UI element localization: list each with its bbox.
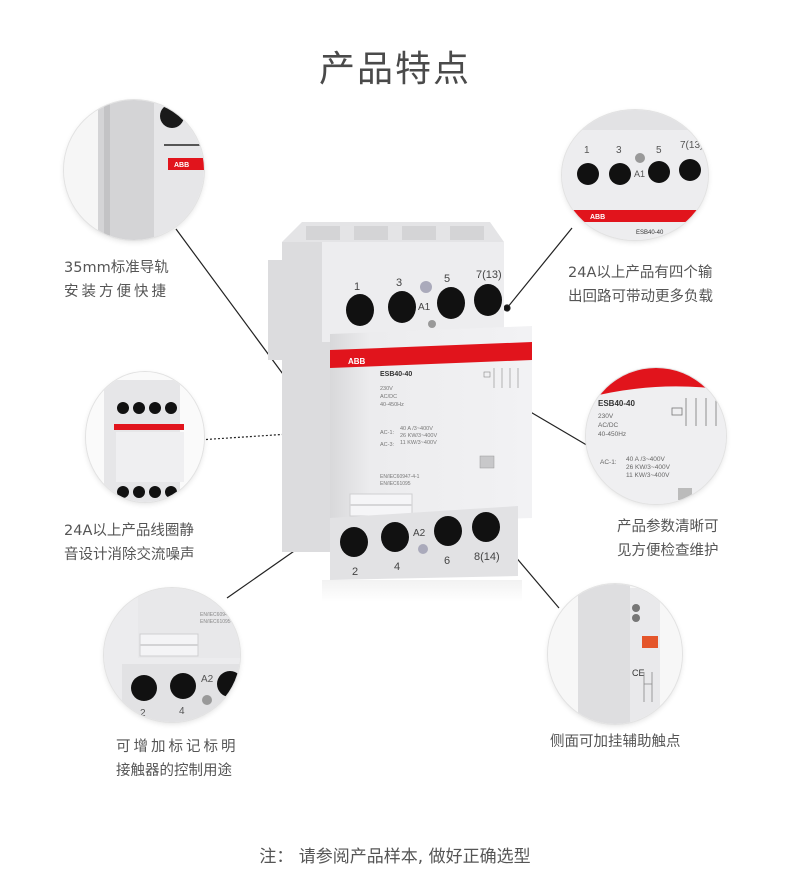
terminal-hole [381, 522, 409, 552]
wiring-diagram-icon [483, 368, 519, 388]
feature-line: 产品参数清晰可 [617, 519, 719, 535]
voltage-label: 230V [380, 386, 393, 392]
feature-line: 35mm标准导轨 [64, 260, 169, 276]
terminal-label-top-5: 5 [444, 273, 450, 285]
terminal-label-top-1: 1 [354, 281, 360, 293]
terminal-label-bottom-4: 4 [394, 561, 400, 573]
ac1-value: 40 A /3~400V [400, 426, 433, 432]
terminal-label-top-3: 3 [396, 277, 402, 289]
coil-screw-icon [420, 281, 432, 293]
terminal-hole [388, 291, 416, 323]
svg-text:EN/IEC60947: EN/IEC60947 [200, 612, 231, 618]
voltage-label: 230V [598, 413, 614, 420]
ac1-power: 26 KW/3~400V [400, 433, 437, 439]
detail-circle-clear-params: ESB40-40 230V AC/DC 40-450Hz AC-1: 40 A … [586, 368, 726, 504]
feature-line: 24A以上产品有四个输 [568, 265, 713, 281]
feature-din-rail: 35mm标准导轨 安装方便快捷 [64, 256, 169, 304]
coil-label-a1: A1 [418, 302, 431, 313]
terminal-label-bottom-8: 8(14) [474, 551, 500, 563]
terminal-label-top-7: 7(13) [476, 269, 502, 281]
feature-clear-params: 产品参数清晰可 见方便检查维护 [617, 515, 719, 563]
feature-line: 接触器的控制用途 [116, 763, 232, 779]
terminal-label: 7(13) [680, 140, 703, 151]
feature-line: 24A以上产品线圈静 [64, 523, 194, 539]
terminal-hole [472, 512, 500, 542]
detail-circle-din-rail: ABB [64, 100, 204, 240]
ac3-label: AC-3: [380, 442, 395, 448]
detail-circle-aux-contact: CE [548, 584, 682, 724]
terminal-hole [437, 287, 465, 319]
terminal-label: 1 [584, 145, 590, 156]
ac1-power: 26 KW/3~400V [626, 464, 671, 471]
footer-note: 注： 请参阅产品样本, 做好正确选型 [259, 847, 531, 867]
terminal-label-bottom-2: 2 [352, 566, 358, 578]
ac3-power: 11 KW/3~400V [626, 472, 670, 479]
feature-line: 安装方便快捷 [64, 284, 169, 300]
wiring-diagram-icon [671, 398, 717, 426]
model-label: ESB40-40 [598, 399, 635, 408]
feature-line: 侧面可加挂辅助触点 [550, 734, 681, 750]
terminal-hole [434, 516, 462, 546]
ac1-label: AC-1: [600, 459, 617, 466]
svg-text:ESB40-40: ESB40-40 [636, 230, 664, 236]
terminal-hole [474, 284, 502, 316]
feature-line: 音设计消除交流噪声 [64, 547, 195, 563]
svg-text:2: 2 [140, 708, 146, 719]
svg-text:ABB: ABB [590, 214, 605, 221]
abb-logo: ABB [348, 357, 366, 366]
svg-text:CE: CE [632, 668, 645, 678]
abb-logo: ABB [174, 162, 189, 169]
page-title: 产品特点 [318, 49, 471, 90]
model-label: ESB40-40 [380, 371, 412, 378]
svg-text:4: 4 [179, 706, 185, 717]
svg-text:A1: A1 [634, 169, 645, 179]
feature-four-outputs: 24A以上产品有四个输 出回路可带动更多负载 [568, 261, 713, 309]
svg-text:6: 6 [226, 702, 232, 713]
current-type-label: AC/DC [380, 394, 397, 400]
frequency-label: 40-450Hz [380, 402, 404, 408]
ac3-power: 11 KW/3~400V [400, 440, 437, 446]
frequency-label: 40-450Hz [598, 431, 626, 438]
detail-circle-marking: EN/IEC60947 EN/IEC61095 A2 2 4 6 [104, 588, 240, 722]
ac1-label: AC-1: [380, 430, 395, 436]
feature-line: 见方便检查维护 [617, 543, 719, 559]
product-image-contactor: 1 3 5 7(13) A1 ABB ESB40-40 230V AC/DC 4… [262, 222, 542, 602]
ac1-value: 40 A /3~400V [626, 456, 666, 463]
terminal-hole [340, 527, 368, 557]
feature-line: 出回路可带动更多负载 [568, 289, 713, 305]
detail-circle-four-outputs: 1 3 5 7(13) A1 ABB ESB40-40 [562, 110, 708, 240]
coil-screw-icon [418, 544, 428, 554]
feature-marking: 可增加标记标明 接触器的控制用途 [116, 735, 239, 783]
terminal-hole [346, 294, 374, 326]
coil-label-a2: A2 [413, 528, 426, 539]
feature-aux-contact: 侧面可加挂辅助触点 [550, 730, 681, 754]
svg-text:EN/IEC61095: EN/IEC61095 [200, 619, 231, 625]
feature-silent-coil: 24A以上产品线圈静 音设计消除交流噪声 [64, 519, 195, 567]
terminal-label-bottom-6: 6 [444, 555, 450, 567]
standard-label: EN/IEC60947-4-1 [380, 474, 420, 480]
svg-text:A2: A2 [201, 674, 214, 685]
current-type-label: AC/DC [598, 422, 619, 429]
standard-label: EN/IEC61095 [380, 481, 411, 487]
terminal-label: 3 [616, 145, 622, 156]
feature-line: 可增加标记标明 [116, 739, 239, 755]
detail-circle-silent-coil [86, 372, 204, 502]
terminal-label: 5 [656, 145, 662, 156]
